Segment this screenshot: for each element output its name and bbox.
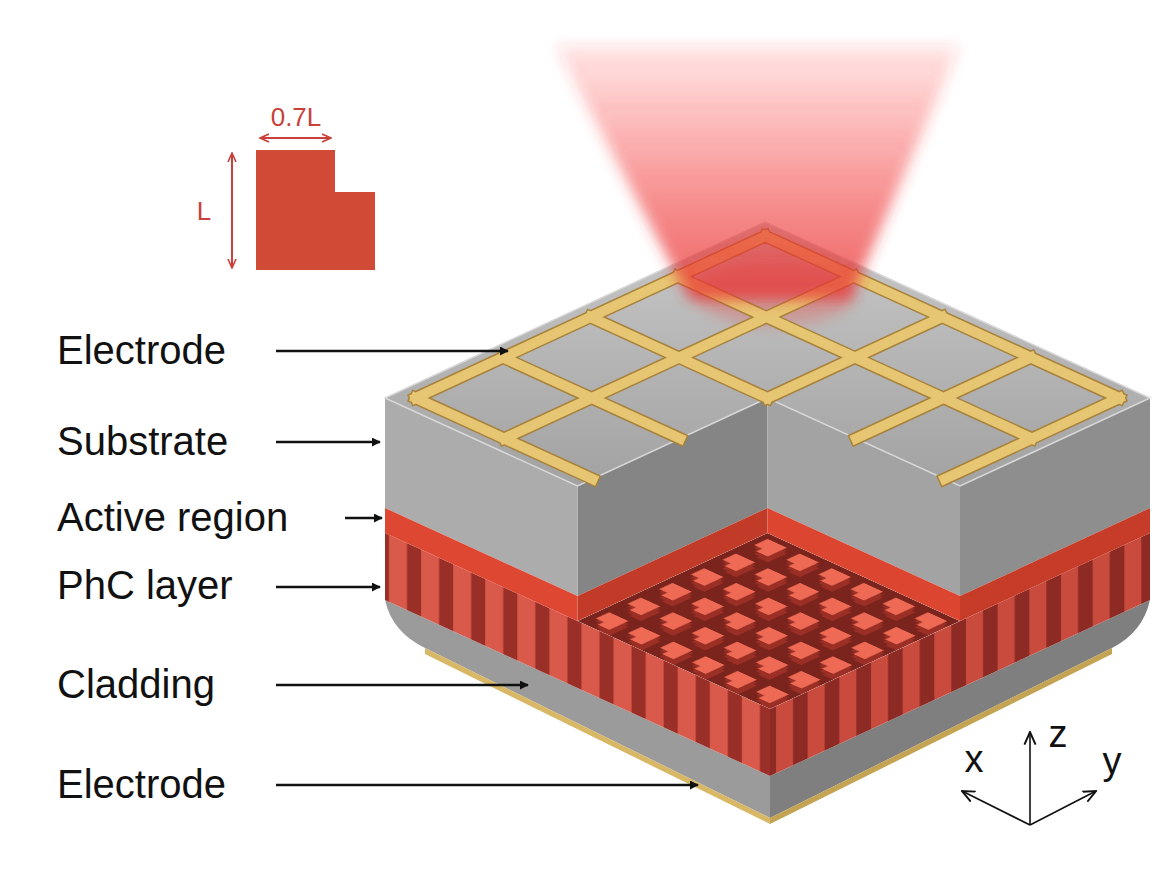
leader-lines bbox=[276, 351, 698, 785]
part-name: PhC layer bbox=[57, 562, 233, 608]
part-name: Substrate bbox=[57, 418, 228, 464]
dimension-label: 0.7L bbox=[271, 103, 322, 133]
dimension-label: L bbox=[197, 197, 211, 227]
unit-cell-icon bbox=[256, 150, 375, 270]
dimension-arrow bbox=[260, 137, 331, 139]
part-name: Active region bbox=[57, 494, 288, 540]
axis-label: y bbox=[1103, 740, 1122, 784]
axis-label: x bbox=[965, 738, 984, 782]
axis-triad bbox=[962, 732, 1096, 825]
phc-pillars bbox=[578, 533, 961, 709]
part-name: Electrode bbox=[57, 761, 226, 807]
laser-beam bbox=[555, 45, 960, 300]
part-name: Electrode bbox=[57, 327, 226, 373]
active-region-face bbox=[960, 508, 1150, 621]
axis-label: z bbox=[1049, 713, 1068, 757]
dimension-arrow bbox=[231, 153, 233, 268]
active-region-face bbox=[385, 508, 578, 621]
part-name: Cladding bbox=[57, 661, 215, 707]
